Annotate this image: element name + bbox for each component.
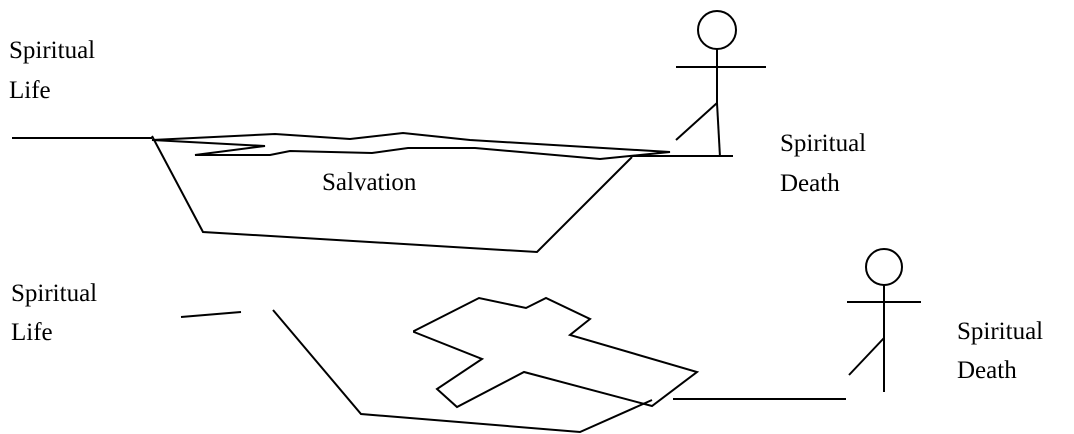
bottom-death-label: Spiritual Death — [957, 318, 1049, 384]
bottom-chasm — [272, 309, 653, 434]
top-chasm — [151, 135, 633, 254]
bottom-scene: Spiritual Life Spiritual Death — [11, 248, 1049, 434]
bottom-life-ground-line — [180, 311, 242, 318]
top-scene: Spiritual Life Salvation Spiritual Death — [9, 10, 872, 254]
bottom-life-label-line-2: Life — [11, 319, 53, 346]
top-death-label: Spiritual Death — [780, 130, 872, 197]
top-life-label-line-2: Life — [9, 77, 51, 104]
bottom-fallen-cross — [413, 296, 700, 409]
top-figure-head — [697, 10, 737, 50]
bottom-stick-figure — [847, 248, 921, 392]
bottom-life-label: Spiritual Life — [11, 280, 103, 346]
top-death-label-line-1: Spiritual — [780, 130, 866, 157]
bottom-figure-head — [865, 248, 903, 286]
bottom-life-label-line-1: Spiritual — [11, 280, 97, 307]
top-figure-leg-right — [716, 102, 721, 158]
top-stick-figure — [675, 10, 766, 158]
top-cross-bridge — [151, 131, 671, 161]
top-life-label-line-1: Spiritual — [9, 37, 95, 64]
bottom-death-label-line-1: Spiritual — [957, 318, 1043, 345]
bottom-death-label-line-2: Death — [957, 357, 1017, 384]
bottom-figure-leg-left — [848, 337, 885, 376]
top-salvation-label: Salvation — [322, 169, 417, 196]
top-life-label: Spiritual Life — [9, 37, 101, 104]
top-figure-leg-left — [675, 102, 718, 141]
top-death-label-line-2: Death — [780, 170, 840, 197]
